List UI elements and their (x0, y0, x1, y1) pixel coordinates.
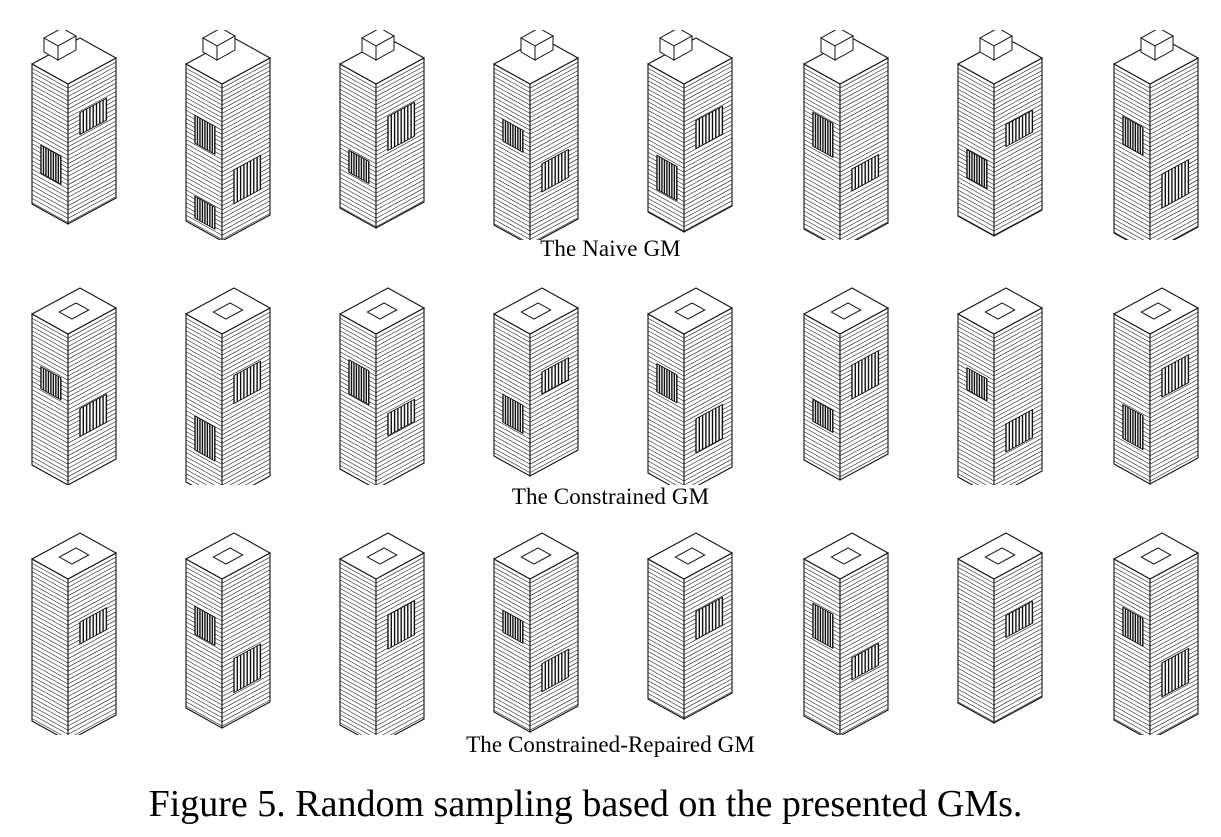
constrained-gm-buildings (30, 287, 1200, 485)
repaired-gm-buildings (30, 532, 1200, 735)
tower-drawing (646, 30, 734, 233)
tower-drawing (492, 30, 580, 240)
tower-drawing (956, 30, 1044, 237)
naive-gm-buildings (30, 30, 1200, 240)
tower-drawing (338, 30, 426, 229)
tower-drawing (30, 532, 118, 735)
repaired-gm-row (0, 525, 1221, 735)
naive-gm-label: The Naive GM (540, 236, 681, 261)
tower-drawing (184, 532, 272, 729)
tower-drawing (956, 287, 1044, 485)
tower-drawing (1112, 287, 1200, 485)
repaired-gm-label: The Constrained-Repaired GM (466, 732, 755, 757)
figure-caption: Figure 5. Random sampling based on the p… (148, 783, 1023, 825)
tower-drawing (492, 532, 580, 733)
tower-drawing (30, 30, 118, 225)
tower-drawing (338, 287, 426, 485)
tower-drawing (184, 287, 272, 485)
tower-drawing (802, 287, 890, 481)
constrained-gm-row (0, 280, 1221, 485)
naive-gm-row (0, 30, 1221, 240)
tower-drawing (1112, 30, 1200, 240)
tower-drawing (338, 532, 426, 735)
tower-drawing (956, 532, 1044, 724)
tower-drawing (802, 532, 890, 735)
tower-drawing (30, 287, 118, 485)
tower-drawing (1112, 532, 1200, 735)
tower-drawing (646, 287, 734, 485)
tower-drawing (646, 532, 734, 720)
tower-drawing (492, 287, 580, 477)
tower-drawing (802, 30, 890, 240)
constrained-gm-label: The Constrained GM (511, 484, 710, 509)
tower-drawing (184, 30, 272, 240)
